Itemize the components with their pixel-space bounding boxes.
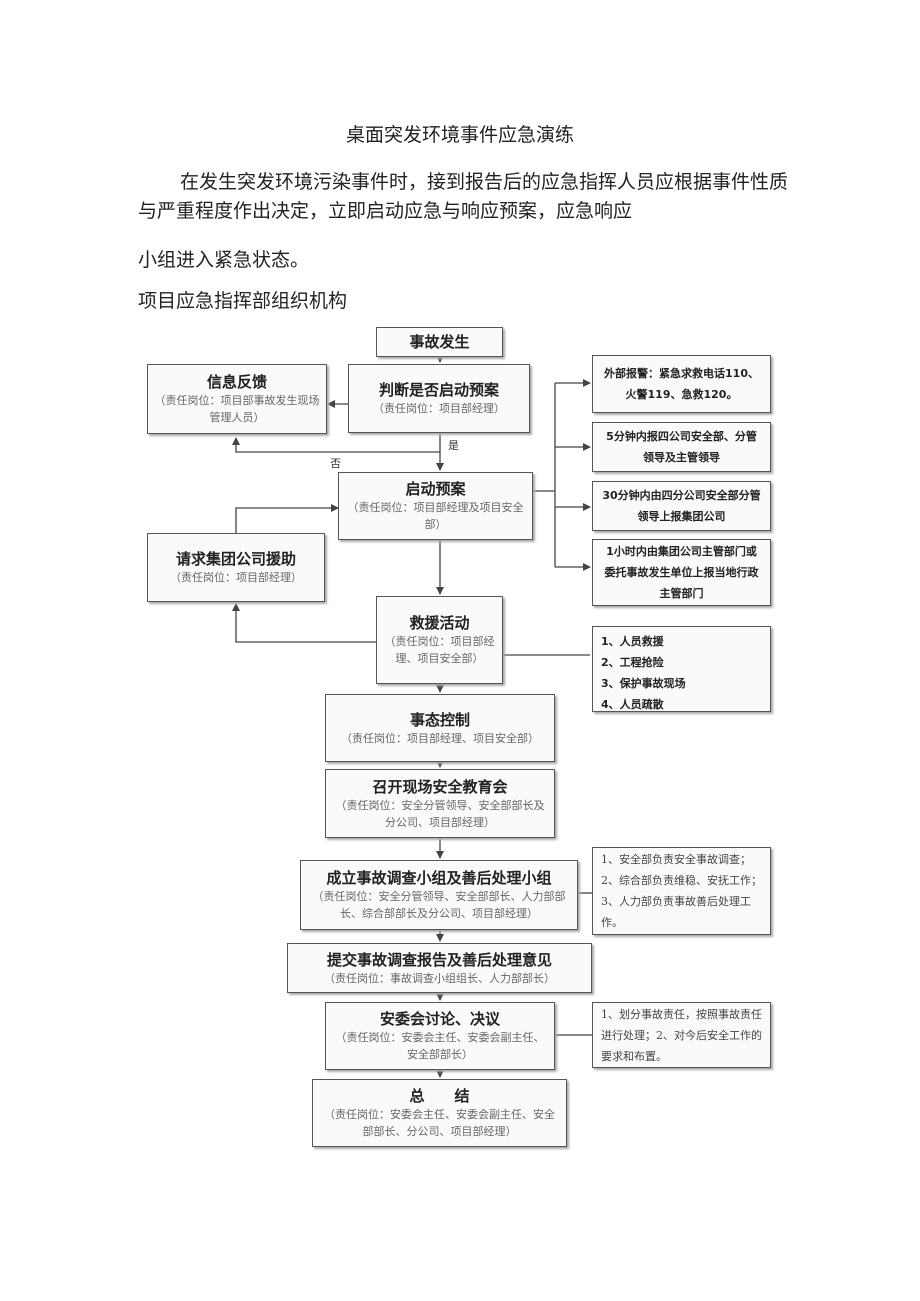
rescue-task-item: 3、保护事故现场 <box>601 677 686 690</box>
investigation-duties-note: 1、安全部负责安全事故调查；2、综合部负责维稳、安抚工作；3、人力部负责事故善后… <box>592 847 771 935</box>
node-summary: 总 结 （责任岗位：安委会主任、安委会副主任、安全部部长、分公司、项目部经理） <box>312 1079 567 1147</box>
node-info-feedback: 信息反馈 （责任岗位：项目部事故发生现场管理人员） <box>147 364 327 434</box>
section-heading: 项目应急指挥部组织机构 <box>138 290 348 312</box>
no-label: 否 <box>330 457 341 470</box>
notify-30-minutes: 30分钟内由四分公司安全部分管领导上报集团公司 <box>592 481 771 531</box>
document-title: 桌面突发环境事件应急演练 <box>345 124 574 146</box>
yes-label: 是 <box>448 439 459 452</box>
rescue-task-list: 1、人员救援 2、工程抢险 3、保护事故现场 4、人员疏散 <box>592 626 771 712</box>
node-request-group-aid: 请求集团公司援助 （责任岗位：项目部经理） <box>147 533 325 602</box>
node-submit-report: 提交事故调查报告及善后处理意见 （责任岗位：事故调查小组组长、人力部部长） <box>287 943 592 993</box>
rescue-task-item: 1、人员救援 <box>601 635 664 648</box>
notify-1-hour: 1小时内由集团公司主管部门或委托事故发生单位上报当地行政主管部门 <box>592 539 771 606</box>
node-rescue: 救援活动 （责任岗位：项目部经理、项目安全部） <box>376 596 503 684</box>
paragraph-intro: 在发生突发环境污染事件时，接到报告后的应急指挥人员应根据事件性质与严重程度作出决… <box>138 171 789 222</box>
node-launch-plan: 启动预案 （责任岗位：项目部经理及项目安全部） <box>338 472 533 540</box>
rescue-task-item: 2、工程抢险 <box>601 656 664 669</box>
node-incident-occurs: 事故发生 <box>376 327 503 357</box>
committee-decision-note: 1、划分事故责任，按照事故责任进行处理；2、对今后安全工作的要求和布置。 <box>592 1002 771 1068</box>
notify-5-minutes: 5分钟内报四公司安全部、分管领导及主管领导 <box>592 422 771 472</box>
notify-external-alarm: 外部报警：紧急求救电话110、火警119、急救120。 <box>592 355 771 413</box>
node-judge-plan: 判断是否启动预案 （责任岗位：项目部经理） <box>348 364 530 433</box>
rescue-task-item: 4、人员疏散 <box>601 698 664 711</box>
node-committee-discussion: 安委会讨论、决议 （责任岗位：安委会主任、安委会副主任、安全部部长） <box>325 1002 555 1070</box>
node-safety-meeting: 召开现场安全教育会 （责任岗位：安全分管领导、安全部部长及分公司、项目部经理） <box>325 769 555 838</box>
paragraph-continuation: 小组进入紧急状态。 <box>138 249 310 271</box>
node-investigation-team: 成立事故调查小组及善后处理小组 （责任岗位：安全分管领导、安全部部长、人力部部长… <box>300 860 578 930</box>
node-situation-control: 事态控制 （责任岗位：项目部经理、项目安全部） <box>325 694 555 762</box>
